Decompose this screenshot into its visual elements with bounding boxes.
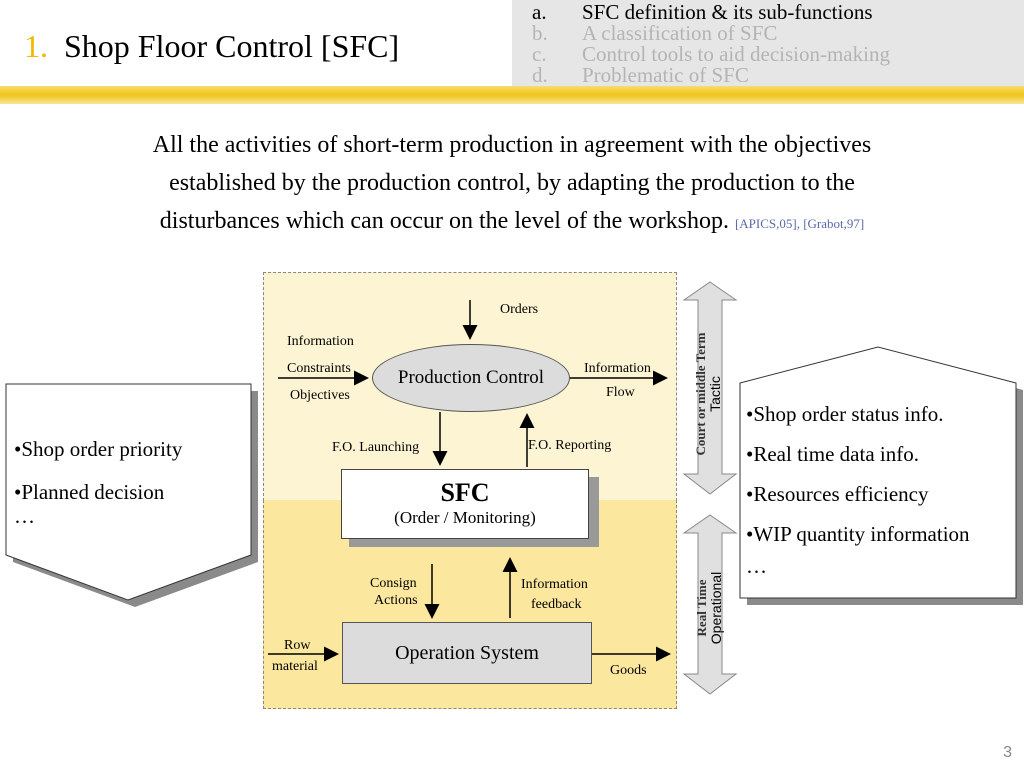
orders-label: Orders [500, 302, 539, 317]
information-label: Information [287, 334, 354, 349]
left-item-1: •Shop order priority [14, 437, 183, 461]
right-box-list: •Shop order status info. •Real time data… [746, 394, 970, 578]
left-box-list: •Shop order priority •Planned decision … [14, 428, 183, 528]
toc-item-c: c.Control tools to aid decision-making [532, 42, 890, 66]
page-number: 3 [1003, 744, 1012, 761]
fo-launching-label: F.O. Launching [332, 440, 420, 455]
row-label: Row [284, 638, 311, 653]
fo-reporting-label: F.O. Reporting [528, 438, 612, 453]
left-arrow-box [5, 383, 252, 601]
right-item-4: •WIP quantity information [746, 522, 970, 546]
consign-label: Consign [370, 576, 417, 591]
material-label: material [272, 659, 318, 674]
right-item-1: •Shop order status info. [746, 402, 944, 426]
toc-item-d: d.Problematic of SFC [532, 65, 749, 85]
sfc-node: SFC (Order / Monitoring) [341, 469, 589, 539]
objectives-label: Objectives [290, 388, 350, 403]
right-item-3: •Resources efficiency [746, 482, 929, 506]
tactic-label: Court or middle Term Tactic [693, 332, 723, 456]
operational-double-arrow [682, 514, 738, 695]
header-bar [0, 86, 1024, 104]
definition-text: All the activities of short-term product… [152, 132, 872, 234]
tactic-double-arrow [682, 281, 738, 495]
goods-label: Goods [610, 663, 647, 678]
right-house-box [739, 346, 1017, 599]
slide-title: 1. Shop Floor Control [SFC] [24, 28, 399, 65]
right-item-5: … [746, 554, 767, 578]
toc-item-b: b.A classification of SFC [532, 21, 778, 45]
operational-label: Real Time Operational [694, 571, 724, 645]
production-control-node: Production Control [372, 344, 570, 412]
actions-label: Actions [374, 593, 418, 608]
information-flow-label-2: Flow [606, 385, 635, 400]
right-item-2: •Real time data info. [746, 442, 919, 466]
information-feedback-label-2: feedback [531, 597, 582, 612]
information-flow-label-1: Information [584, 361, 651, 376]
toc-item-a: a.SFC definition & its sub-functions [532, 0, 873, 24]
left-item-3: … [14, 504, 35, 528]
title-number: 1. [24, 28, 48, 64]
title-text: Shop Floor Control [SFC] [64, 28, 400, 64]
citation: [APICS,05], [Grabot,97] [734, 216, 865, 231]
left-item-2: •Planned decision [14, 480, 165, 504]
constraints-label: Constraints [287, 361, 351, 376]
information-feedback-label-1: Information [521, 577, 588, 592]
toc-panel [512, 0, 1024, 86]
operation-system-node: Operation System [342, 622, 592, 684]
